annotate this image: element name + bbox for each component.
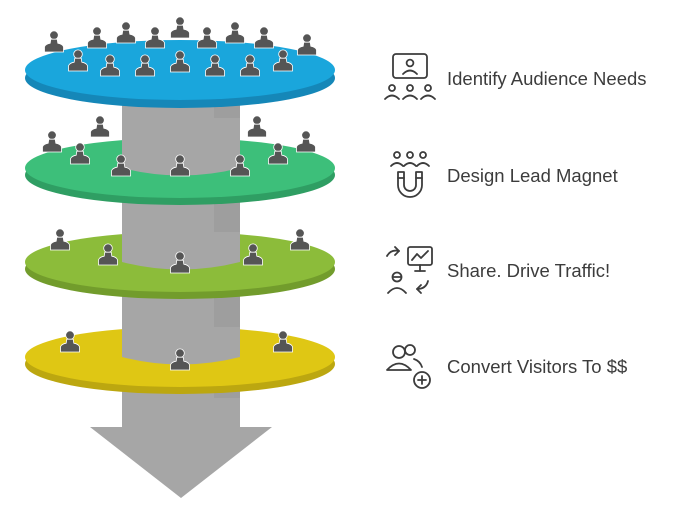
step-label: Identify Audience Needs: [447, 68, 647, 89]
person-icon: [290, 228, 310, 251]
person-icon: [87, 26, 107, 49]
step-label: Convert Visitors To $$: [447, 356, 627, 377]
cylinder-rear-segment: [122, 232, 240, 270]
step-design-lead-magnet: Design Lead Magnet: [390, 151, 618, 198]
person-icon: [50, 228, 70, 251]
step-convert-visitors: Convert Visitors To $$: [386, 344, 627, 389]
person-icon: [296, 130, 316, 153]
person-icon: [225, 21, 245, 44]
person-icon: [145, 26, 165, 49]
add-users-icon: [386, 344, 431, 389]
person-icon: [254, 26, 274, 49]
person-icon: [197, 26, 217, 49]
step-label: Design Lead Magnet: [447, 165, 618, 186]
funnel-layer-convert: [25, 327, 335, 394]
funnel-layer-design: [25, 115, 335, 205]
funnel-layer-identify: [25, 16, 335, 108]
step-identify-audience-needs: Identify Audience Needs: [384, 53, 647, 100]
person-icon: [90, 115, 110, 138]
step-share-drive-traffic: Share. Drive Traffic!: [386, 246, 610, 294]
person-icon: [170, 16, 190, 39]
funnel-layer-share: [25, 228, 335, 299]
magnet-people-icon: [390, 151, 430, 198]
down-arrow: [90, 398, 272, 498]
cylinder-rear-segment: [122, 118, 240, 176]
person-icon: [116, 21, 136, 44]
person-icon: [297, 33, 317, 56]
audience-presentation-icon: [384, 53, 436, 100]
share-traffic-icon: [386, 246, 433, 294]
person-icon: [44, 30, 64, 53]
person-icon: [247, 115, 267, 138]
cylinder-rear-segment: [122, 327, 240, 365]
step-label: Share. Drive Traffic!: [447, 260, 610, 281]
person-icon: [42, 130, 62, 153]
